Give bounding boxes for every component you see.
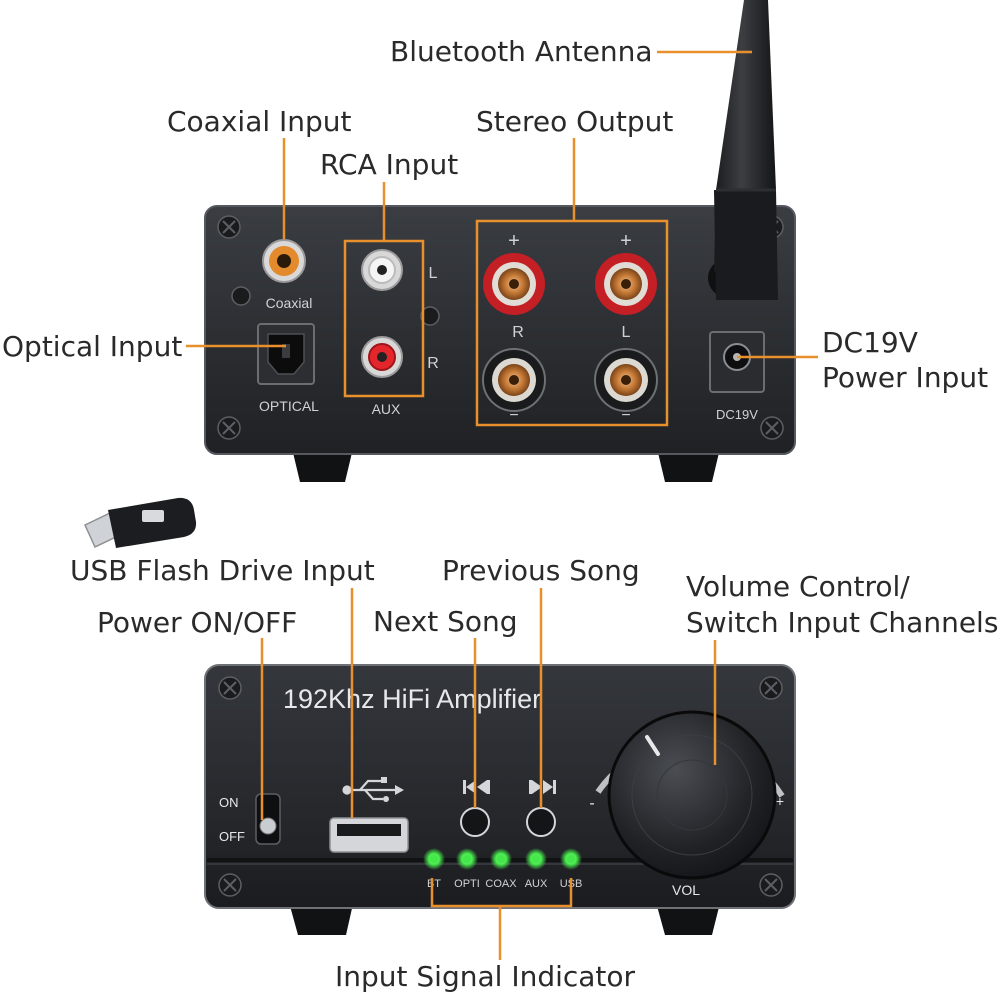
usb-flash-drive — [84, 497, 197, 549]
indicator-label-bt: BT — [427, 878, 441, 890]
binding-post-right-negative — [482, 348, 546, 412]
label-dc-power-line2: Power Input — [822, 361, 989, 394]
indicator-label-aux: AUX — [525, 878, 548, 890]
label-volume-control-line2: Switch Input Channels — [686, 606, 999, 639]
label-bluetooth-antenna: Bluetooth Antenna — [390, 35, 653, 68]
rca-right-jack — [361, 336, 403, 378]
dc-port-label: DC19V — [716, 407, 758, 422]
front-panel: 192Khz HiFi Amplifier ON OFF VOL - + BT O… — [204, 664, 796, 935]
binding-post-right-positive — [483, 253, 545, 315]
post-left-channel-label: L — [622, 324, 631, 341]
indicator-led-bt — [429, 854, 439, 864]
label-volume-control-line1: Volume Control/ — [686, 570, 910, 603]
callout-stereo-box — [475, 219, 669, 427]
bluetooth-antenna — [708, 0, 778, 300]
back-panel: Coaxial OPTICAL AUX L R + + R L − − DC19… — [204, 205, 796, 482]
label-next-song: Next Song — [373, 605, 518, 638]
post-left-plus-label: + — [620, 230, 632, 252]
usb-icon — [342, 777, 404, 802]
rca-left-jack — [361, 249, 403, 291]
coaxial-jack — [262, 239, 306, 283]
binding-post-left-positive — [595, 253, 657, 315]
callout-lines — [186, 50, 818, 960]
volume-label: VOL — [672, 882, 700, 898]
indicator-label-coax: COAX — [485, 878, 517, 890]
rca-left-label: L — [429, 265, 438, 282]
label-optical-input: Optical Input — [2, 330, 183, 363]
rca-right-label: R — [427, 355, 439, 372]
indicator-leds — [423, 848, 582, 870]
callout-rca-box — [343, 239, 425, 398]
label-input-signal-indicator: Input Signal Indicator — [335, 960, 636, 993]
power-off-label: OFF — [219, 829, 245, 844]
previous-song-button[interactable] — [526, 807, 556, 837]
indicator-led-aux — [531, 854, 541, 864]
post-right-plus-label: + — [508, 230, 520, 252]
power-toggle-switch[interactable] — [255, 793, 281, 845]
usb-port[interactable] — [329, 817, 409, 853]
label-usb-flash-drive-input: USB Flash Drive Input — [70, 554, 375, 587]
callout-indicator-bracket — [430, 878, 573, 908]
volume-plus-label: + — [776, 793, 784, 809]
optical-port — [257, 323, 315, 385]
previous-song-icon — [529, 780, 556, 794]
indicator-label-opti: OPTI — [454, 878, 480, 890]
volume-minus-label: - — [589, 795, 594, 812]
next-song-button[interactable] — [460, 807, 490, 837]
next-song-icon — [463, 780, 490, 794]
volume-knob[interactable] — [607, 710, 777, 880]
aux-port-label: AUX — [372, 401, 401, 417]
label-coaxial-input: Coaxial Input — [167, 105, 352, 138]
post-left-minus-label: − — [621, 407, 630, 424]
front-panel-title: 192Khz HiFi Amplifier — [283, 684, 541, 714]
label-rca-input: RCA Input — [320, 148, 459, 181]
indicator-led-coax — [496, 854, 506, 864]
indicator-led-usb — [566, 854, 576, 864]
power-on-label: ON — [219, 795, 239, 810]
label-previous-song: Previous Song — [442, 554, 640, 587]
coaxial-port-label: Coaxial — [266, 295, 313, 311]
label-stereo-output: Stereo Output — [476, 105, 674, 138]
optical-port-label: OPTICAL — [259, 398, 319, 414]
post-right-minus-label: − — [509, 407, 518, 424]
label-dc-power-line1: DC19V — [822, 326, 918, 359]
indicator-led-opti — [462, 854, 472, 864]
binding-post-left-negative — [594, 348, 658, 412]
dc-power-jack — [709, 331, 765, 393]
post-right-channel-label: R — [512, 324, 524, 341]
label-power-on-off: Power ON/OFF — [97, 606, 298, 639]
